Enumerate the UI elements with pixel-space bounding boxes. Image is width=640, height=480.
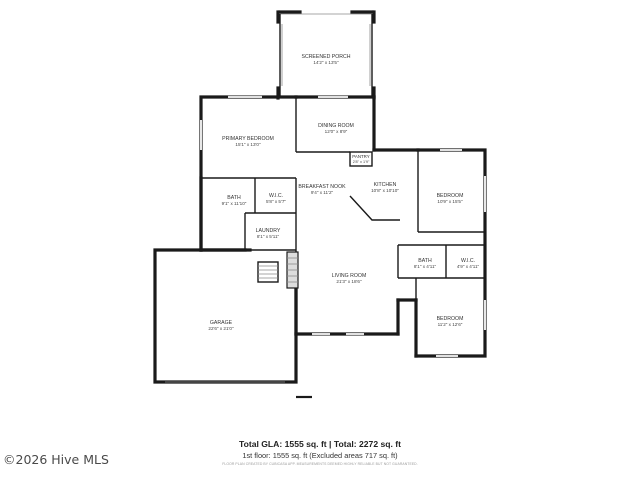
living-room-dim: 21'3" x 18'6" bbox=[336, 279, 362, 284]
fireplace-icon bbox=[286, 251, 299, 289]
floor-area-note: 1st floor: 1555 sq. ft (Excluded areas 7… bbox=[242, 451, 398, 460]
dining-room-dim: 12'0" x 8'9" bbox=[325, 129, 348, 134]
primary-bath-name: BATH bbox=[227, 195, 241, 201]
screened-porch-walls bbox=[276, 10, 376, 100]
interior-walls bbox=[201, 97, 485, 300]
wic-2-name: W.I.C. bbox=[461, 258, 475, 264]
garage-dim: 22'6" x 21'0" bbox=[208, 326, 234, 331]
floor-plan-credit: FLOOR PLAN CREATED BY CUBICASA APP. MEAS… bbox=[222, 462, 418, 466]
laundry-name: LAUNDRY bbox=[256, 228, 281, 234]
pantry-dim: 2'8" x 1'9" bbox=[353, 160, 370, 164]
garage-name: GARAGE bbox=[210, 320, 233, 326]
dining-room-name: DINING ROOM bbox=[318, 123, 354, 129]
breakfast-nook-name: BREAKFAST NOOK bbox=[298, 184, 346, 190]
pantry-name: PANTRY bbox=[352, 154, 369, 159]
bedroom-1-dim: 10'9" x 15'5" bbox=[437, 199, 463, 204]
living-room-name: LIVING ROOM bbox=[332, 273, 367, 279]
primary-bedroom-name: PRIMARY BEDROOM bbox=[222, 136, 274, 142]
primary-bedroom-dim: 15'1" x 13'0" bbox=[235, 142, 261, 147]
total-area-summary: Total GLA: 1555 sq. ft | Total: 2272 sq.… bbox=[238, 439, 402, 449]
bedroom-2-dim: 11'2" x 12'6" bbox=[438, 322, 463, 327]
kitchen-name: KITCHEN bbox=[374, 182, 397, 188]
bedroom-1-name: BEDROOM bbox=[437, 193, 464, 199]
breakfast-nook-dim: 9'4" x 11'2" bbox=[311, 190, 334, 195]
screened-porch-name: SCREENED PORCH bbox=[301, 54, 350, 60]
kitchen-dim: 10'8" x 10'10" bbox=[371, 188, 399, 193]
wic-2-dim: 4'9" x 4'11" bbox=[457, 264, 480, 269]
entry-steps bbox=[257, 261, 279, 283]
bedroom-2-name: BEDROOM bbox=[437, 316, 464, 322]
bath-2-dim: 8'1" x 4'11" bbox=[414, 264, 437, 269]
primary-bath-dim: 9'1" x 11'10" bbox=[222, 201, 247, 206]
primary-wic-dim: 5'8" x 5'7" bbox=[266, 199, 286, 204]
bath-2-name: BATH bbox=[418, 258, 432, 264]
mls-watermark: ©2026 Hive MLS bbox=[3, 452, 109, 467]
primary-wic-name: W.I.C. bbox=[269, 193, 283, 199]
window-marks bbox=[228, 95, 364, 336]
laundry-dim: 8'1" x 5'11" bbox=[257, 234, 280, 239]
windows bbox=[200, 96, 486, 357]
screened-porch-dim: 14'2" x 13'5" bbox=[313, 60, 339, 65]
